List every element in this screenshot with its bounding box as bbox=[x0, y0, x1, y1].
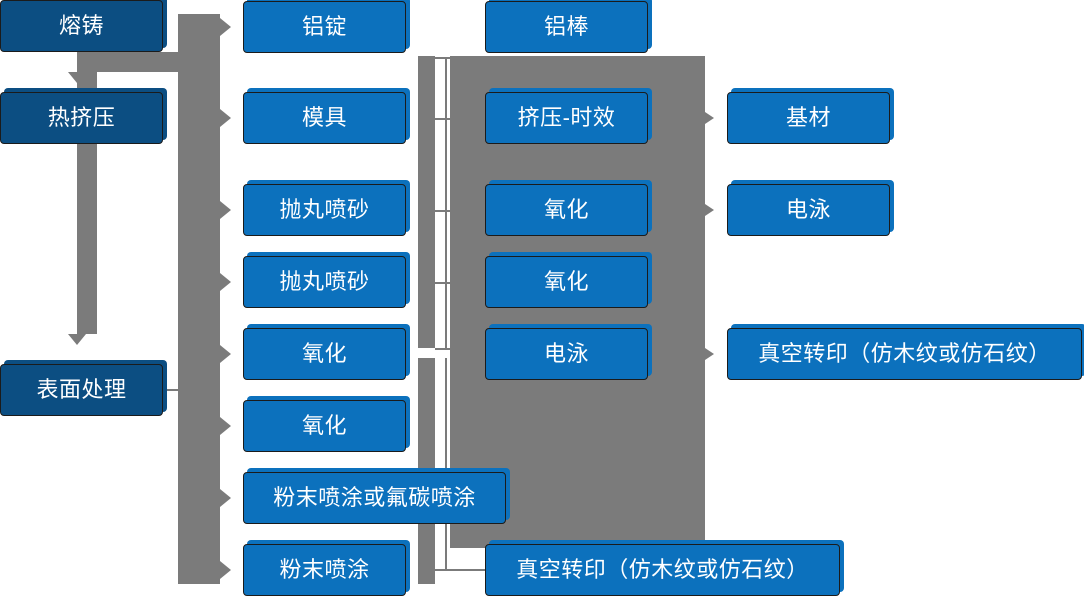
connector-left-trunk bbox=[178, 14, 220, 584]
arrow-trunk-to-powder bbox=[220, 561, 231, 579]
node-t-bar[interactable]: 铝棒 bbox=[485, 1, 648, 53]
node-m-die[interactable]: 模具 bbox=[243, 92, 406, 144]
arrow-treatment-to-substrate bbox=[705, 112, 714, 124]
arrow-hotextrusion-to-surface bbox=[68, 334, 86, 345]
arrow-trunk-to-shotblast-2 bbox=[220, 273, 231, 291]
connector-left-trunk-cap bbox=[77, 52, 220, 72]
node-t-oxidation-2[interactable]: 氧化 bbox=[485, 256, 648, 308]
node-m-powder[interactable]: 粉末喷涂 bbox=[243, 544, 406, 596]
node-m-oxidation-2[interactable]: 氧化 bbox=[243, 400, 406, 452]
connector-surface-to-trunk bbox=[163, 389, 183, 391]
spine-middle-ticks bbox=[445, 57, 447, 349]
node-m-ingot[interactable]: 铝锭 bbox=[243, 1, 406, 53]
tick-middle-to-vacuum bbox=[435, 569, 487, 571]
arrow-trunk-to-oxidation-1 bbox=[220, 345, 231, 363]
node-m-shotblast-2[interactable]: 抛丸喷砂 bbox=[243, 256, 406, 308]
node-t-oxidation-1[interactable]: 氧化 bbox=[485, 184, 648, 236]
node-n-melt-cast[interactable]: 熔铸 bbox=[0, 0, 163, 52]
node-t-electro[interactable]: 电泳 bbox=[485, 328, 648, 380]
arrow-trunk-to-shotblast-1 bbox=[220, 201, 231, 219]
arrow-trunk-to-ingot bbox=[220, 18, 231, 36]
connector-middle-trunk bbox=[418, 56, 435, 348]
arrow-treatment-to-electro bbox=[705, 204, 714, 216]
node-n-hot-extr[interactable]: 热挤压 bbox=[0, 92, 163, 144]
node-m-powder-fluor[interactable]: 粉末喷涂或氟碳喷涂 bbox=[243, 472, 506, 524]
arrow-trunk-to-oxidation-2 bbox=[220, 417, 231, 435]
arrow-treatment-to-vacuum bbox=[705, 348, 714, 360]
arrow-trunk-to-die bbox=[220, 109, 231, 127]
node-m-shotblast-1[interactable]: 抛丸喷砂 bbox=[243, 184, 406, 236]
node-m-oxidation-1[interactable]: 氧化 bbox=[243, 328, 406, 380]
node-t-extr-age[interactable]: 挤压-时效 bbox=[485, 92, 648, 144]
node-o-electro[interactable]: 电泳 bbox=[727, 184, 890, 236]
node-t-vacuum[interactable]: 真空转印（仿木纹或仿石纹） bbox=[485, 544, 840, 596]
node-o-vacuum[interactable]: 真空转印（仿木纹或仿石纹） bbox=[727, 328, 1082, 380]
arrow-trunk-to-powder-fluor bbox=[220, 489, 231, 507]
spine-middle-ticks-lower bbox=[445, 358, 447, 570]
node-n-surface[interactable]: 表面处理 bbox=[0, 364, 163, 416]
node-o-substrate[interactable]: 基材 bbox=[727, 92, 890, 144]
